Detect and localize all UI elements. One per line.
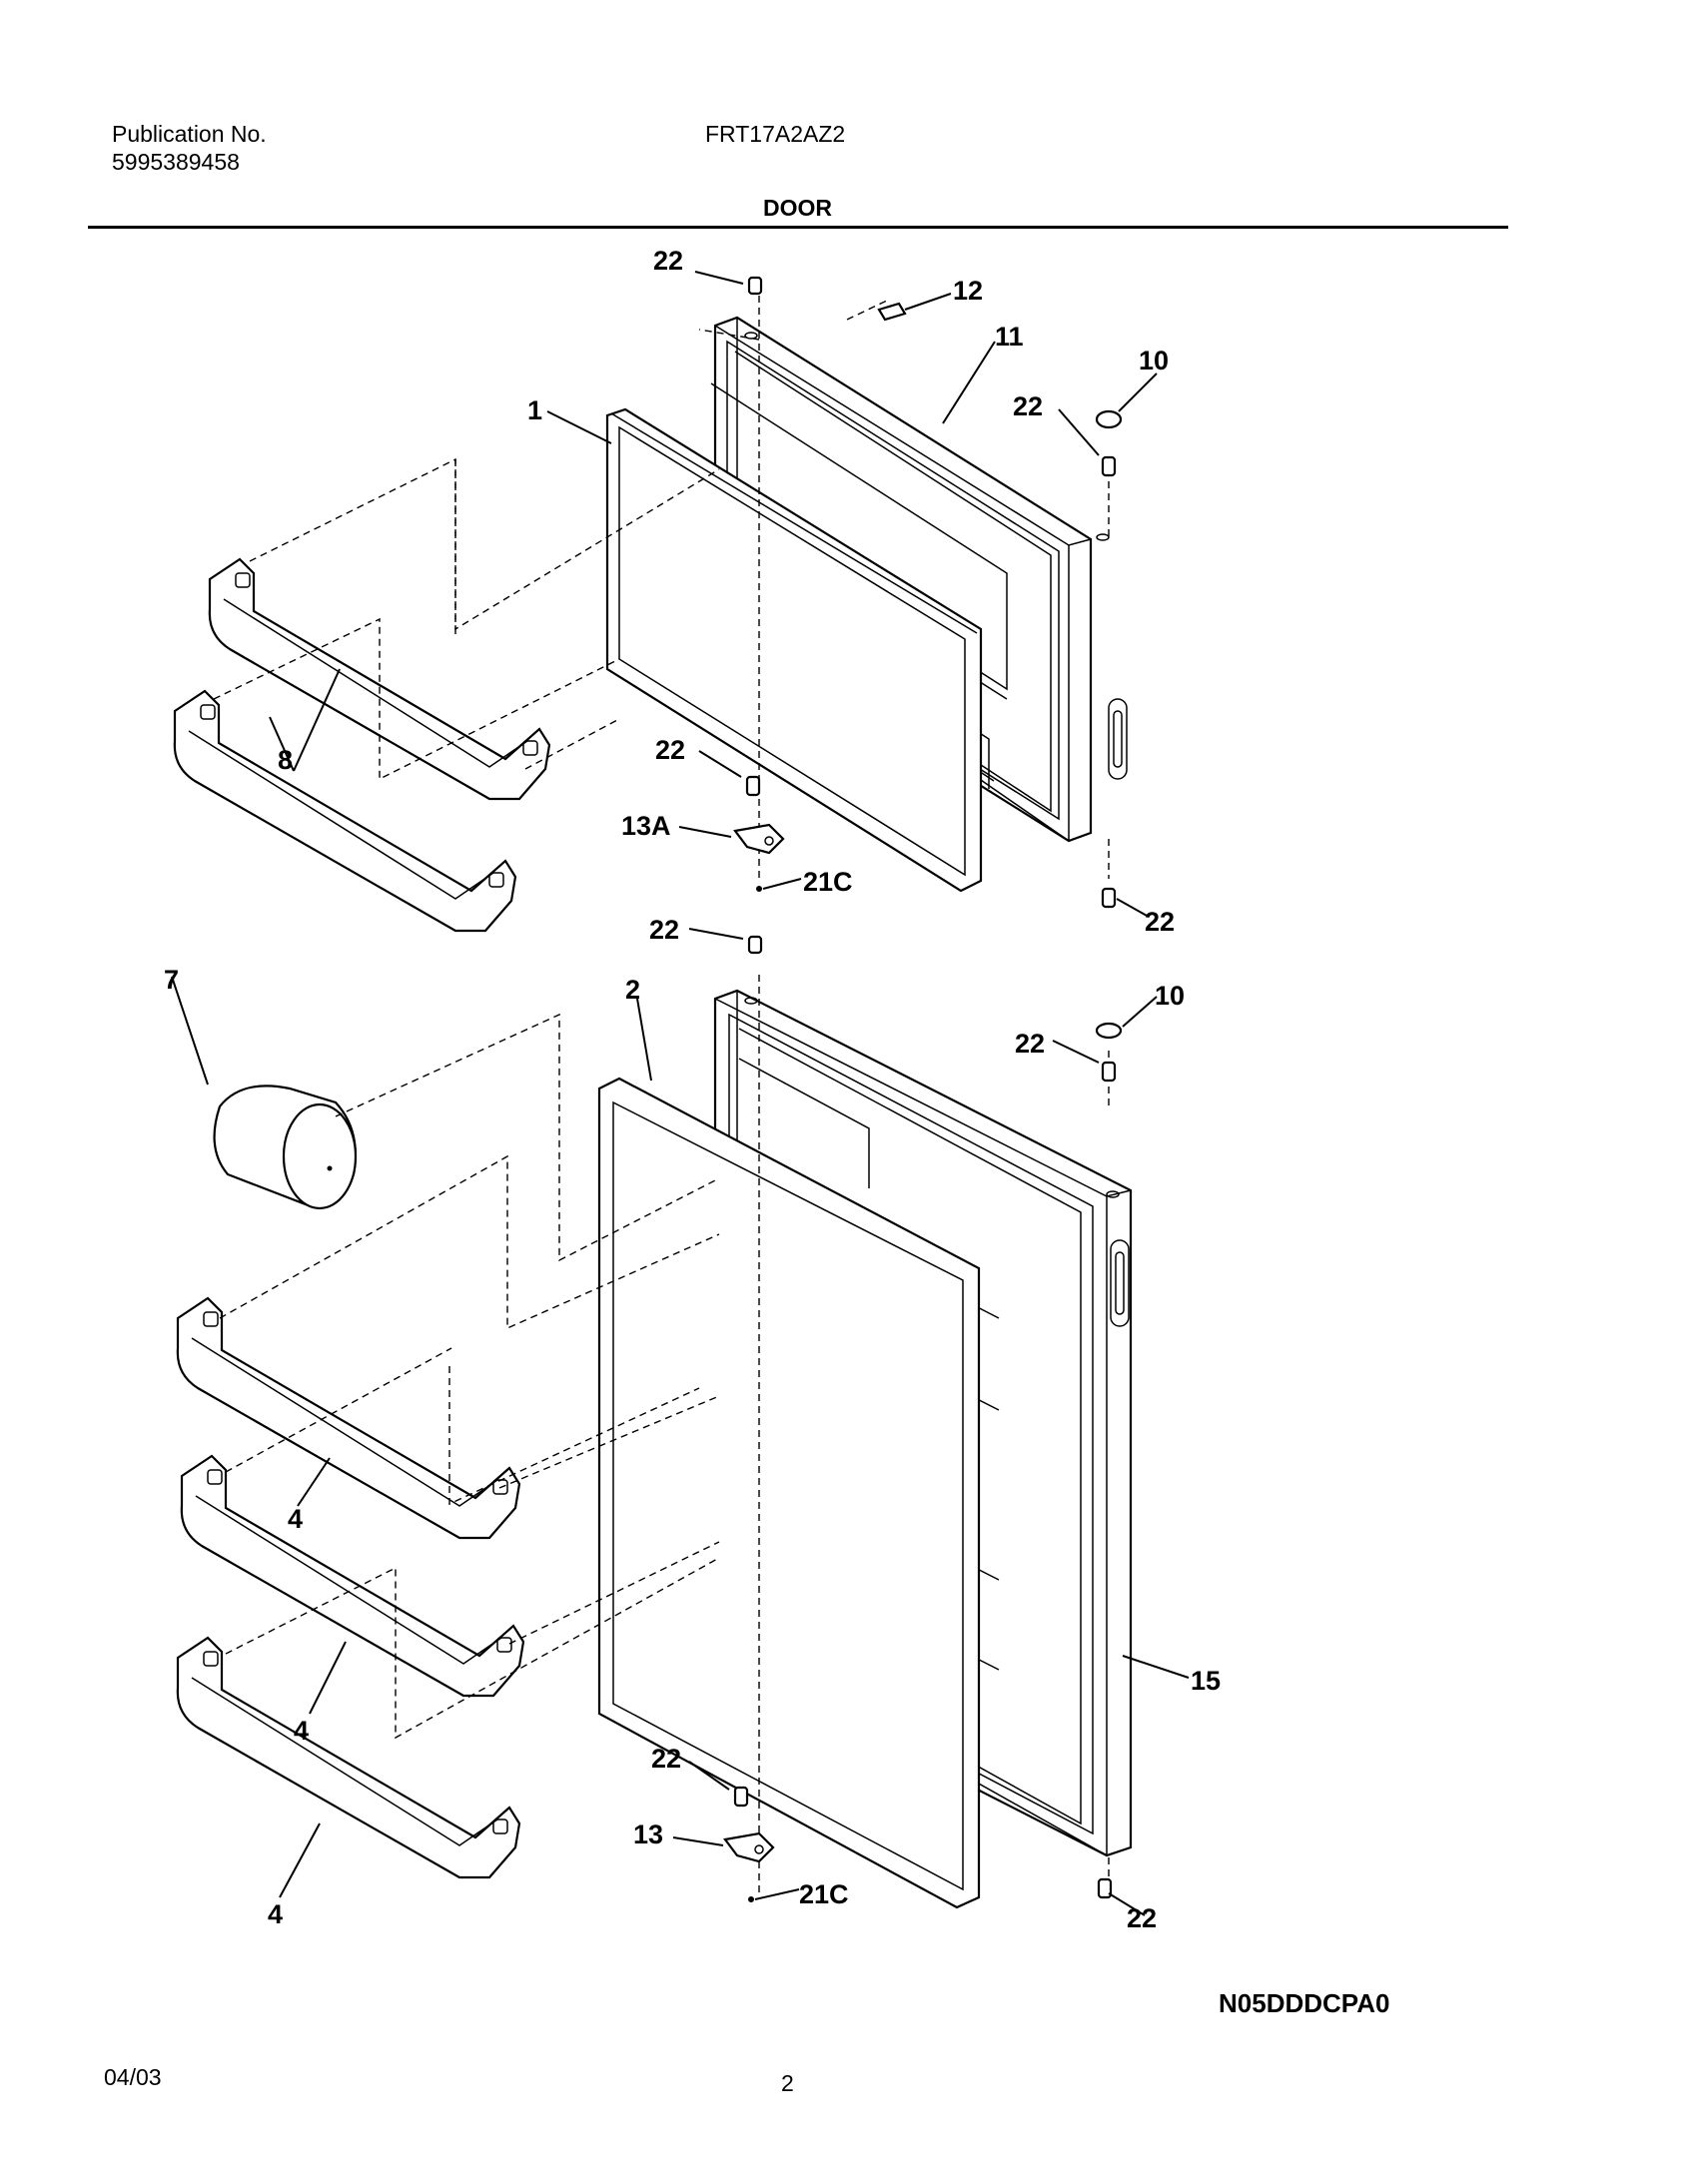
callout-22: 22 (1013, 391, 1043, 421)
header-divider (88, 226, 1508, 229)
callout-21c: 21C (803, 867, 853, 897)
fresh-food-door-bins (176, 1296, 525, 1879)
callout-8: 8 (278, 745, 293, 775)
section-title: DOOR (763, 195, 832, 221)
fresh-food-guide-lines (219, 975, 1110, 1897)
callout-21c: 21C (799, 1879, 849, 1909)
leader-lines (171, 271, 1190, 1916)
callout-4: 4 (268, 1899, 283, 1929)
callout-22: 22 (655, 735, 685, 765)
door-exploded-diagram: 22 12 11 10 22 1 8 22 13A 21C 22 22 2 7 … (164, 246, 1221, 1933)
callout-22: 22 (653, 246, 683, 276)
dairy-compartment (213, 1085, 358, 1210)
callout-1: 1 (527, 395, 542, 425)
freezer-door-bins (173, 557, 551, 933)
callout-4: 4 (288, 1504, 303, 1534)
callout-22: 22 (651, 1744, 681, 1774)
freezer-hardware (733, 276, 1123, 909)
publication-number: 5995389458 (112, 149, 240, 175)
callout-11: 11 (995, 322, 1024, 352)
callout-22: 22 (1145, 907, 1175, 937)
callout-22: 22 (649, 915, 679, 945)
callout-4: 4 (294, 1716, 309, 1746)
fresh-food-hardware (723, 935, 1123, 1902)
publication-label: Publication No. (112, 121, 267, 147)
callout-10: 10 (1139, 346, 1169, 375)
footer-date: 04/03 (104, 2064, 162, 2090)
callout-2: 2 (625, 975, 640, 1005)
callout-22: 22 (1127, 1903, 1157, 1933)
fresh-food-door-assembly (597, 989, 1133, 1909)
callout-22: 22 (1015, 1029, 1045, 1059)
callout-7: 7 (164, 965, 179, 995)
figure-code: N05DDDCPA0 (1219, 1988, 1390, 2018)
page-number: 2 (781, 2070, 794, 2096)
callout-13: 13 (633, 1820, 663, 1849)
callout-12: 12 (953, 276, 983, 306)
freezer-door-assembly (605, 316, 1128, 893)
callout-labels: 22 12 11 10 22 1 8 22 13A 21C 22 22 2 7 … (164, 246, 1221, 1933)
model-number: FRT17A2AZ2 (705, 121, 846, 147)
callout-13a: 13A (621, 811, 671, 841)
callout-10: 10 (1155, 981, 1185, 1011)
freezer-guide-lines (213, 296, 1110, 879)
callout-15: 15 (1191, 1666, 1221, 1696)
